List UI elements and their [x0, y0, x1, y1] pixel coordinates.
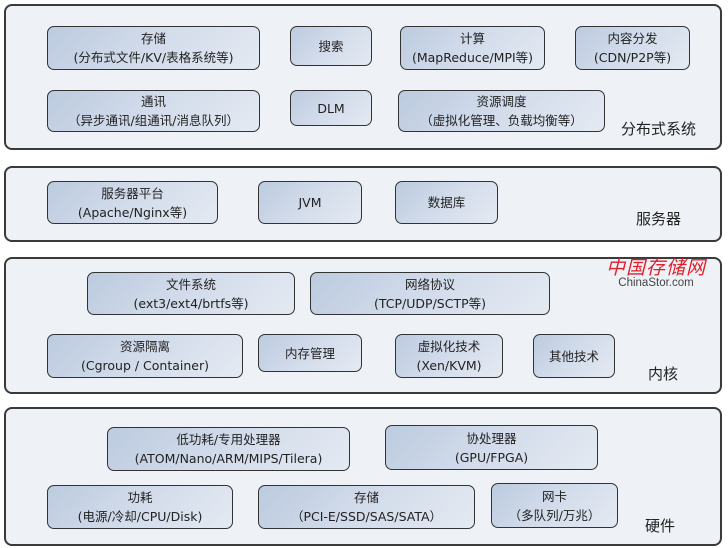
component-box: 网络协议 (TCP/UDP/SCTP等): [310, 272, 550, 315]
component-title: 协处理器: [466, 430, 517, 446]
component-box: 文件系统 (ext3/ext4/brtfs等): [87, 272, 295, 315]
layer-label-server: 服务器: [636, 210, 682, 228]
component-box: 资源调度 （虚拟化管理、负载均衡等）: [398, 90, 605, 132]
component-subtitle: (MapReduce/MPI等): [411, 50, 534, 65]
component-box: 搜索: [290, 26, 372, 66]
component-box: 存储 (分布式文件/KV/表格系统等): [47, 26, 260, 70]
component-box: 通讯 （异步通讯/组通讯/消息队列）: [47, 90, 260, 132]
component-subtitle: （虚拟化管理、负载均衡等）: [420, 113, 583, 128]
component-box: 低功耗/专用处理器 (ATOM/Nano/ARM/MIPS/Tilera): [107, 427, 350, 471]
component-subtitle: （异步通讯/组通讯/消息队列）: [68, 113, 239, 128]
component-title: DLM: [317, 100, 345, 116]
component-subtitle: (Xen/KVM): [416, 358, 482, 373]
component-box: 资源隔离 (Cgroup / Container): [47, 334, 243, 378]
component-title: 其他技术: [548, 348, 599, 364]
component-subtitle: (电源/冷却/CPU/Disk): [77, 509, 203, 524]
component-box: DLM: [290, 90, 372, 126]
component-title: 低功耗/专用处理器: [176, 432, 281, 447]
component-box: 功耗 (电源/冷却/CPU/Disk): [47, 485, 233, 529]
component-title: 存储: [140, 31, 166, 46]
component-title: 服务器平台: [101, 185, 164, 201]
component-box: 虚拟化技术 (Xen/KVM): [395, 334, 503, 378]
component-title: 存储: [353, 490, 379, 505]
component-subtitle: （多队列/万兆）: [508, 507, 601, 523]
component-subtitle: （PCI-E/SSD/SAS/SATA）: [290, 509, 443, 524]
watermark-en: ChinaStor.com: [618, 277, 694, 289]
component-box: 内容分发 (CDN/P2P等): [575, 26, 690, 70]
component-title: 内容分发: [607, 31, 658, 46]
component-title: 文件系统: [165, 276, 216, 292]
component-title: 虚拟化技术: [417, 339, 481, 354]
component-title: 资源调度: [476, 94, 527, 109]
component-box: 服务器平台 (Apache/Nginx等): [47, 181, 218, 224]
layer-label-distributed: 分布式系统: [621, 120, 697, 138]
component-box: 其他技术: [533, 334, 615, 378]
component-title: 数据库: [427, 195, 466, 210]
component-title: 功耗: [127, 490, 153, 505]
component-title: JVM: [298, 195, 322, 210]
component-box: 数据库: [395, 181, 498, 224]
component-title: 搜索: [318, 38, 344, 54]
component-box: 内存管理: [258, 334, 362, 372]
component-subtitle: (CDN/P2P等): [593, 50, 672, 65]
component-subtitle: (Cgroup / Container): [80, 358, 210, 373]
component-subtitle: (Apache/Nginx等): [77, 204, 188, 220]
component-subtitle: (ATOM/Nano/ARM/MIPS/Tilera): [134, 451, 323, 466]
layer-label-hardware: 硬件: [645, 517, 676, 535]
component-subtitle: (分布式文件/KV/表格系统等): [73, 50, 234, 65]
component-box: 计算 (MapReduce/MPI等): [400, 26, 545, 70]
component-box: 网卡 （多队列/万兆）: [491, 483, 618, 528]
component-title: 网卡: [541, 488, 567, 504]
component-subtitle: (TCP/UDP/SCTP等): [374, 295, 486, 311]
component-title: 资源隔离: [119, 339, 170, 354]
component-box: 存储 （PCI-E/SSD/SAS/SATA）: [258, 485, 475, 529]
component-title: 计算: [459, 31, 485, 46]
component-title: 通讯: [140, 94, 166, 109]
component-box: 协处理器 (GPU/FPGA): [385, 425, 598, 470]
component-box: JVM: [258, 181, 362, 224]
component-subtitle: (ext3/ext4/brtfs等): [133, 295, 249, 311]
component-title: 网络协议: [404, 276, 455, 292]
component-title: 内存管理: [284, 345, 335, 361]
watermark-cn: 中国存储网: [606, 257, 707, 279]
layer-label-kernel: 内核: [648, 365, 679, 383]
component-subtitle: (GPU/FPGA): [454, 449, 529, 465]
watermark-logo: 中国存储网 ChinaStor.com: [606, 253, 706, 289]
